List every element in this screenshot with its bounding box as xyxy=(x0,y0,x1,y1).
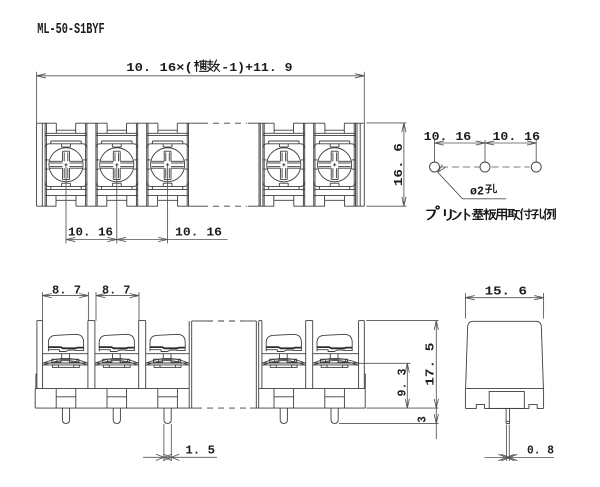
svg-text:10. 16: 10. 16 xyxy=(493,130,541,144)
svg-text:10. 16: 10. 16 xyxy=(68,226,113,240)
svg-text:8. 7: 8. 7 xyxy=(52,283,81,297)
svg-text:9. 3: 9. 3 xyxy=(396,369,410,397)
svg-text:1. 5: 1. 5 xyxy=(185,443,215,457)
svg-text:10. 16: 10. 16 xyxy=(424,130,472,144)
svg-text:3: 3 xyxy=(416,416,430,423)
svg-text:0. 8: 0. 8 xyxy=(527,444,554,458)
svg-text:15. 6: 15. 6 xyxy=(485,285,527,299)
svg-text:-1)+11. 9: -1)+11. 9 xyxy=(221,61,292,75)
svg-text:16. 6: 16. 6 xyxy=(392,143,406,186)
svg-text:8. 7: 8. 7 xyxy=(102,283,130,297)
svg-text:ML-50-S1BYF: ML-50-S1BYF xyxy=(37,22,105,38)
svg-text:17. 5: 17. 5 xyxy=(423,343,437,386)
svg-text:10. 16×(: 10. 16×( xyxy=(126,61,193,75)
svg-text:10. 16: 10. 16 xyxy=(175,226,222,240)
svg-text:ø2: ø2 xyxy=(470,185,484,199)
